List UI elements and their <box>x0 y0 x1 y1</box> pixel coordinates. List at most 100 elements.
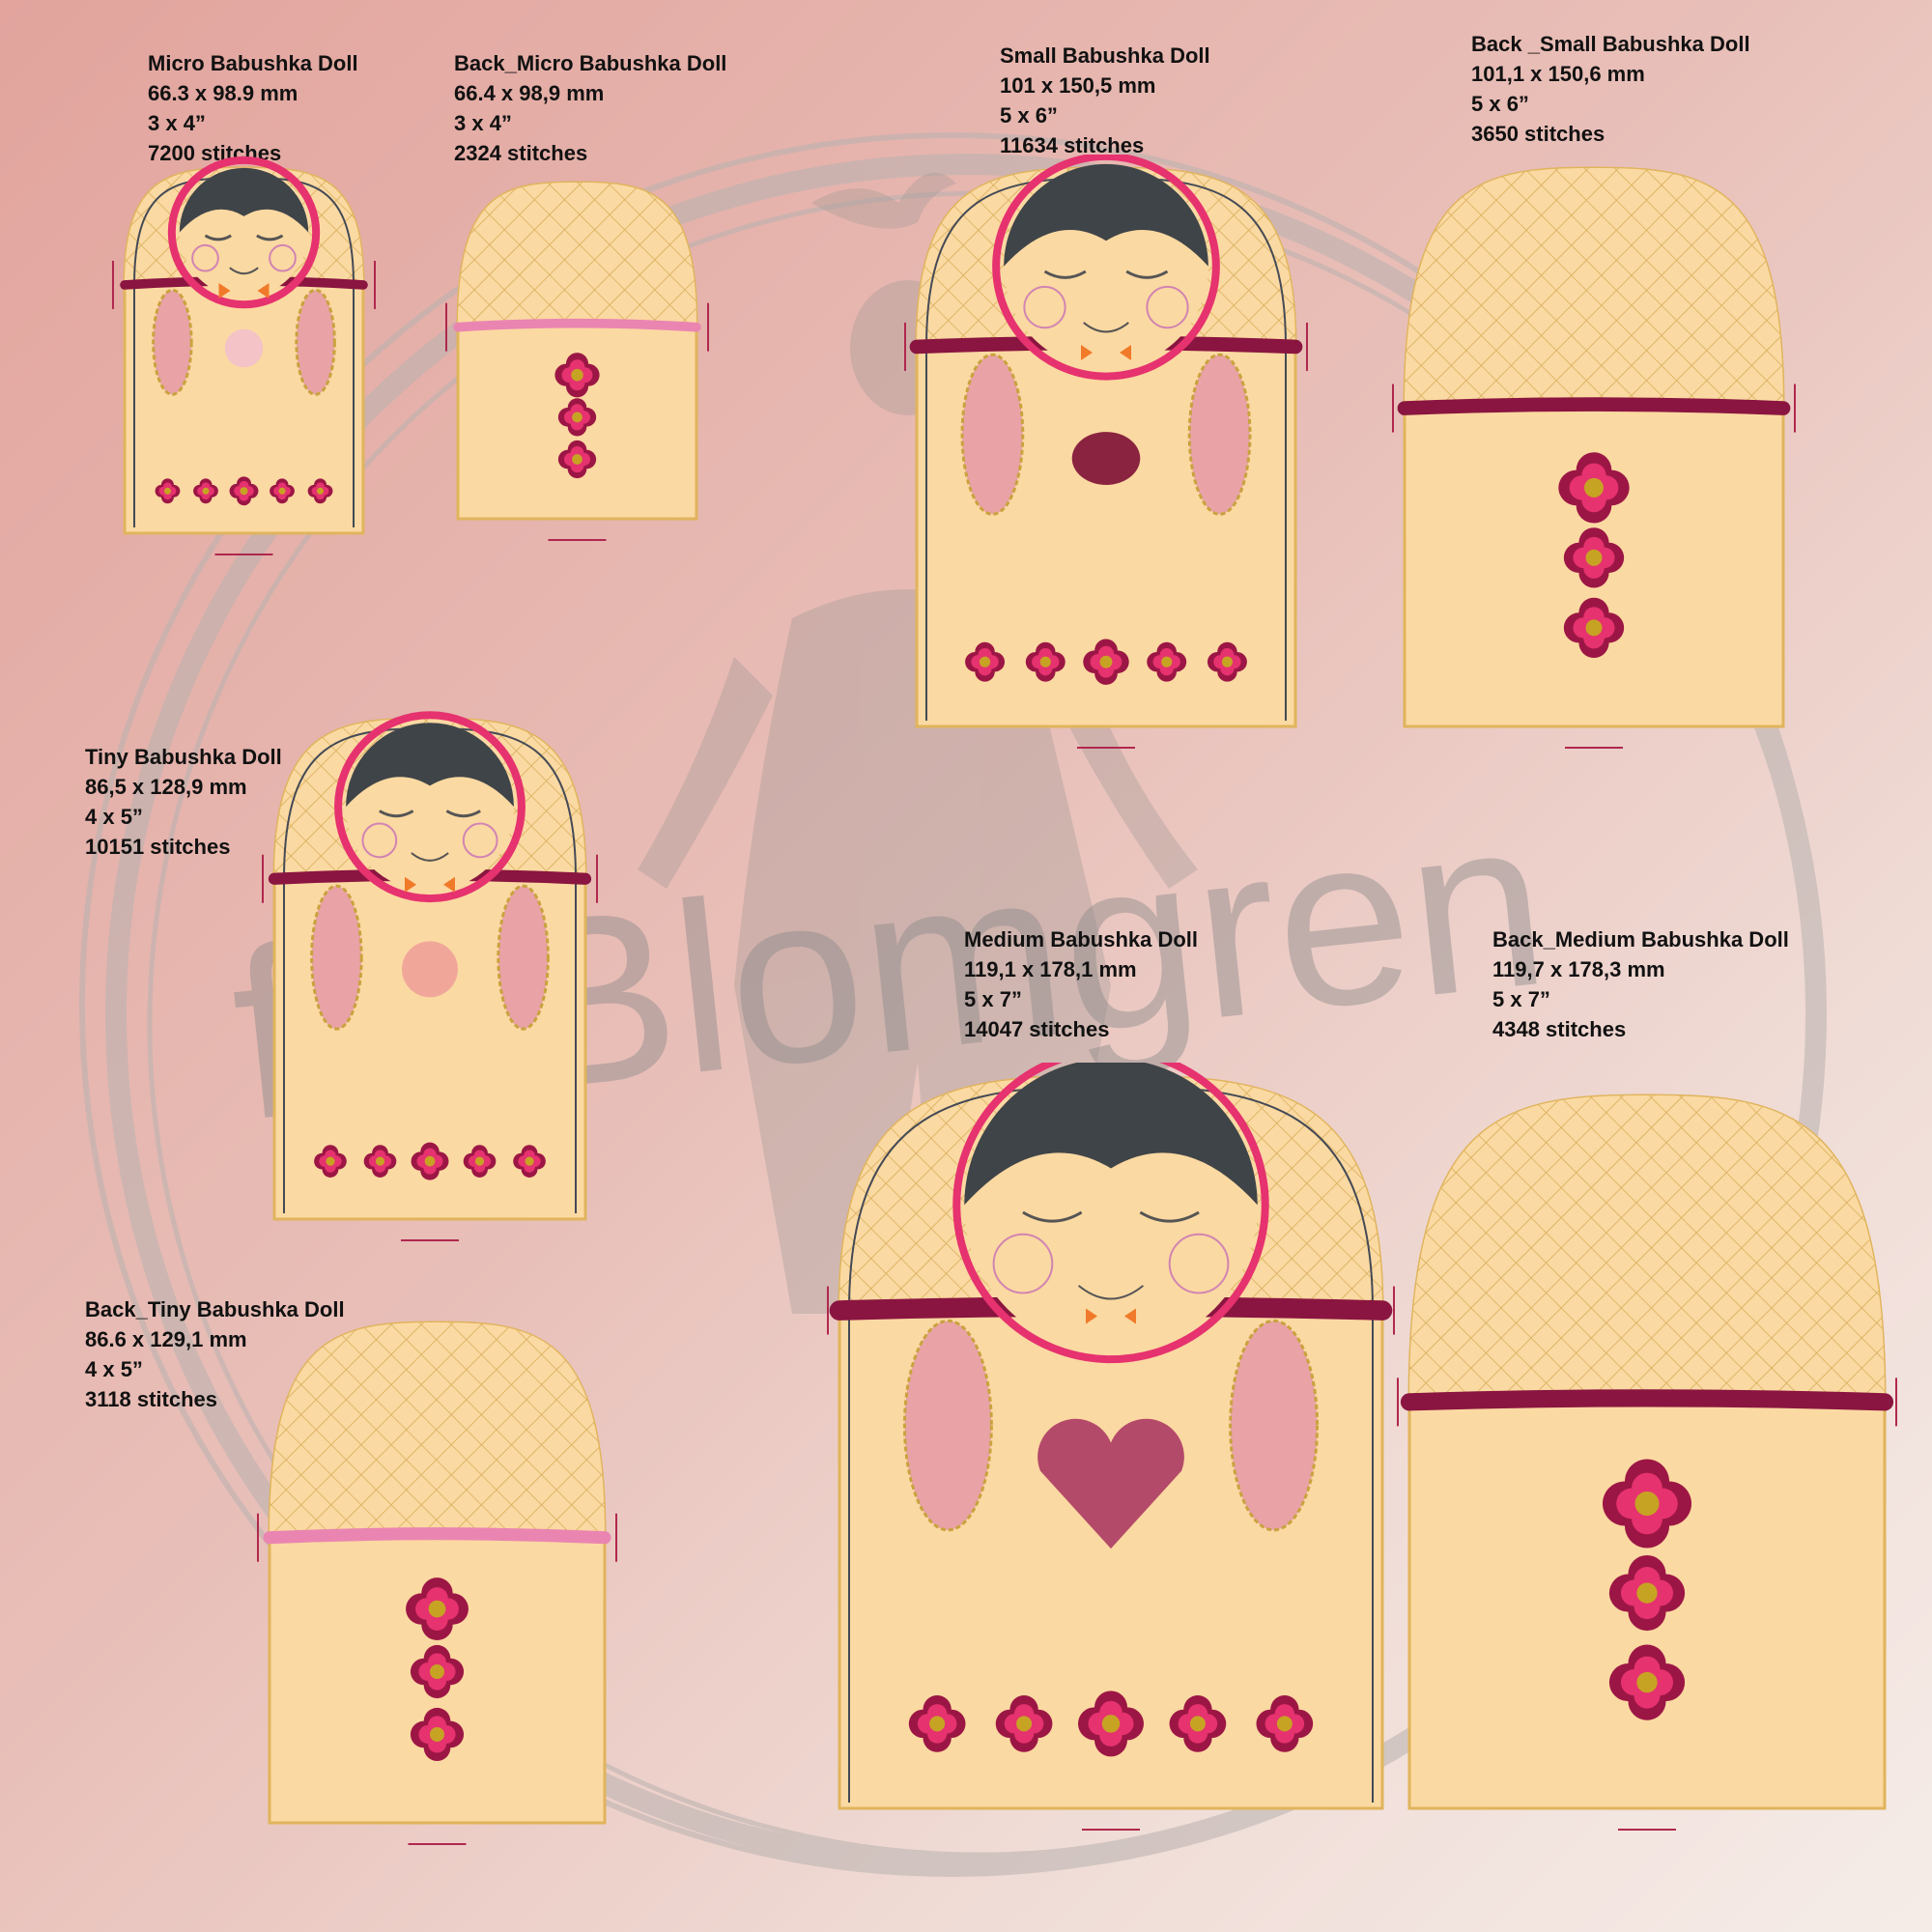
closed-eyes <box>1022 1210 1200 1223</box>
design-stitches: 10151 stitches <box>85 835 231 859</box>
design-name: Back_Medium Babushka Doll <box>1492 927 1789 952</box>
flower-icon <box>314 1145 347 1178</box>
design-info: Small Babushka Doll 101 x 150,5 mm 5 x 6… <box>1000 41 1210 160</box>
right-arm <box>1229 1319 1320 1532</box>
design-stitches: 3650 stitches <box>1471 122 1605 146</box>
flower-icon <box>1083 639 1129 685</box>
flower-icon <box>1563 527 1625 588</box>
bird-icon <box>1071 432 1141 485</box>
quilt-pattern <box>1405 168 1783 409</box>
cheek-icon <box>1023 285 1066 329</box>
flower-icon <box>229 476 259 506</box>
design-name: Back_Micro Babushka Doll <box>454 51 727 75</box>
design-hoop: 4 x 5” <box>85 805 143 829</box>
doll-back-image <box>257 1321 617 1845</box>
closed-eyes <box>1043 270 1169 279</box>
hair <box>1004 163 1208 267</box>
design-hoop: 3 x 4” <box>148 111 206 135</box>
design-info: Medium Babushka Doll 119,1 x 178,1 mm 5 … <box>964 924 1198 1044</box>
left-arm <box>152 288 193 396</box>
design-info: Micro Babushka Doll 66.3 x 98.9 mm 3 x 4… <box>148 48 358 168</box>
design-size: 66.3 x 98.9 mm <box>148 81 298 105</box>
right-arm <box>295 288 336 396</box>
flower-icon <box>307 478 333 504</box>
flower-icon <box>410 1644 465 1699</box>
flower-icon <box>1147 641 1187 682</box>
design-name: Small Babushka Doll <box>1000 43 1210 68</box>
design-size: 86,5 x 128,9 mm <box>85 775 247 799</box>
flower-icon <box>554 353 600 398</box>
doll-back-image <box>1392 166 1796 749</box>
design-hoop: 5 x 7” <box>964 987 1022 1011</box>
cheek-icon <box>191 243 219 272</box>
waist-band <box>1397 397 1791 415</box>
flower-ball-icon <box>224 328 264 368</box>
design-stitches: 11634 stitches <box>1000 133 1145 157</box>
flower-icon <box>363 1145 397 1178</box>
flower-icon <box>1256 1695 1314 1752</box>
bow-icon <box>1086 1308 1136 1324</box>
right-arm <box>497 884 550 1031</box>
design-size: 101 x 150,5 mm <box>1000 73 1156 98</box>
design-name: Tiny Babushka Doll <box>85 745 282 769</box>
flower-icon <box>965 641 1006 682</box>
bow-icon <box>1081 344 1131 360</box>
design-name: Back _Small Babushka Doll <box>1471 32 1750 56</box>
design-info: Back_Tiny Babushka Doll 86.6 x 129,1 mm … <box>85 1294 345 1414</box>
flower-icon <box>513 1145 546 1178</box>
doll-front-image <box>112 156 376 555</box>
heart-icon <box>1037 1418 1184 1549</box>
design-stitches: 14047 stitches <box>964 1017 1110 1041</box>
flower-icon <box>1169 1695 1227 1752</box>
design-stitches: 3118 stitches <box>85 1387 217 1411</box>
cheek-icon <box>462 822 498 859</box>
waist-band <box>263 1527 611 1545</box>
quilt-pattern <box>270 1321 605 1538</box>
flower-icon <box>1025 641 1065 682</box>
design-stitches: 2324 stitches <box>454 141 588 165</box>
design-name: Back_Tiny Babushka Doll <box>85 1297 345 1321</box>
design-hoop: 3 x 4” <box>454 111 512 135</box>
doll-front-image <box>904 155 1308 749</box>
bow-icon <box>405 876 455 893</box>
flower-icon <box>1077 1690 1145 1757</box>
flower-icon <box>193 478 218 504</box>
design-info: Tiny Babushka Doll 86,5 x 128,9 mm 4 x 5… <box>85 742 282 862</box>
flower-icon <box>1558 452 1630 524</box>
flower-icon <box>410 1707 465 1762</box>
headscarf-ring <box>992 155 1220 381</box>
cheek-icon <box>992 1233 1054 1294</box>
doll-back-image <box>1397 1094 1897 1831</box>
design-size: 119,7 x 178,3 mm <box>1492 957 1665 981</box>
quilt-pattern <box>1409 1095 1885 1403</box>
flower-icon <box>908 1695 966 1752</box>
bow-icon <box>218 282 270 298</box>
cheek-icon <box>1146 285 1189 329</box>
hair <box>346 723 514 808</box>
smile <box>411 852 449 862</box>
doll-front-image <box>262 711 598 1241</box>
cheek-icon <box>361 822 398 859</box>
quilt-pattern <box>458 183 696 327</box>
flower-icon <box>270 478 295 504</box>
hair <box>179 167 309 233</box>
design-stitches: 4348 stitches <box>1492 1017 1627 1041</box>
flower-icon <box>411 1142 449 1180</box>
left-arm <box>902 1319 993 1532</box>
flower-icon <box>1207 641 1247 682</box>
cheek-icon <box>269 243 297 272</box>
design-info: Back_Medium Babushka Doll 119,7 x 178,3 … <box>1492 924 1789 1044</box>
design-info: Back _Small Babushka Doll 101,1 x 150,6 … <box>1471 29 1750 149</box>
rose-icon <box>402 941 458 998</box>
design-name: Micro Babushka Doll <box>148 51 358 75</box>
right-arm <box>1187 353 1252 516</box>
design-size: 86.6 x 129,1 mm <box>85 1327 247 1351</box>
design-size: 66.4 x 98,9 mm <box>454 81 605 105</box>
design-hoop: 5 x 6” <box>1000 103 1058 128</box>
waist-band <box>1400 1389 1894 1411</box>
flower-icon <box>557 398 597 437</box>
smile <box>1083 322 1129 333</box>
design-hoop: 5 x 7” <box>1492 987 1550 1011</box>
headscarf-ring <box>167 156 321 309</box>
flower-icon <box>995 1695 1053 1752</box>
